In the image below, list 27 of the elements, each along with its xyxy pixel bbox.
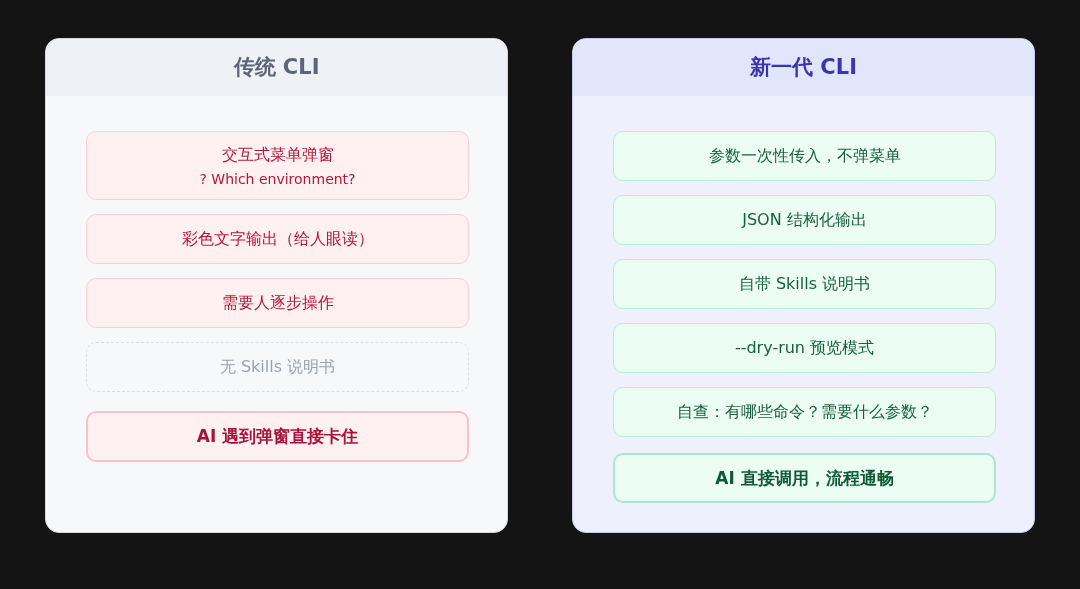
feature-box — [613, 453, 996, 503]
feature-text: JSON 结构化输出 — [742, 209, 867, 231]
feature-box — [613, 259, 996, 309]
comparison-panel — [45, 38, 508, 533]
feature-text: 参数一次性传入，不弹菜单 — [708, 145, 901, 167]
feature-text: 交互式菜单弹窗 — [221, 144, 334, 166]
feature-box — [86, 214, 469, 264]
feature-box — [613, 131, 996, 181]
feature-text: 彩色文字输出（给人眼读） — [181, 228, 374, 250]
panel-title: 新一代 CLI — [749, 54, 858, 81]
feature-box — [86, 411, 469, 462]
feature-text: 无 Skills 说明书 — [219, 356, 336, 378]
feature-text: AI 直接调用，流程通畅 — [715, 466, 894, 490]
dashed-feature-box — [86, 342, 469, 392]
comparison-panel — [572, 38, 1035, 533]
feature-box — [86, 278, 469, 328]
feature-box — [613, 323, 996, 373]
panel-title: 传统 CLI — [232, 54, 321, 81]
feature-text: 自查：有哪些命令？需要什么参数？ — [676, 401, 933, 423]
feature-text: AI 遇到弹窗直接卡住 — [196, 425, 359, 448]
prompt-text: ? Which environment? — [199, 170, 356, 187]
feature-box — [613, 195, 996, 245]
feature-box — [613, 387, 996, 437]
feature-text: 需要人逐步操作 — [221, 292, 334, 314]
feature-text: 自带 Skills 说明书 — [738, 273, 871, 295]
feature-text: --dry-run 预览模式 — [734, 337, 875, 359]
feature-box — [86, 131, 469, 200]
